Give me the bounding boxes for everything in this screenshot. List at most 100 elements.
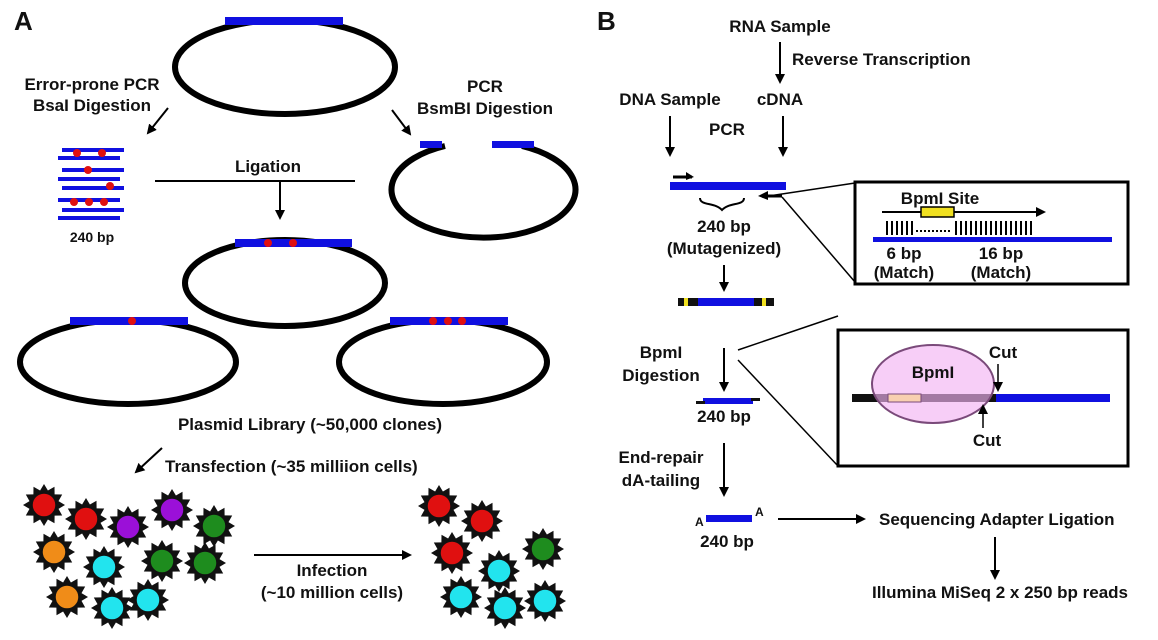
source-plasmid	[172, 17, 398, 117]
arrow-transfection	[134, 447, 163, 474]
a-overhang-right: A	[755, 505, 764, 519]
label-bpmi-site: BpmI Site	[901, 189, 979, 208]
cell	[141, 540, 183, 582]
transfected-cells	[23, 484, 235, 629]
mutation-dot	[73, 149, 81, 157]
mutation-dot	[70, 198, 78, 206]
cell	[440, 576, 482, 618]
a-tailed-fragment: A A	[695, 505, 764, 529]
label-pcr-a: PCR	[467, 77, 503, 96]
label-6bp-match: (Match)	[874, 263, 934, 282]
label-cut-top: Cut	[989, 343, 1018, 362]
mutation-dot	[98, 149, 106, 157]
label-amplicon-size: 240 bp	[697, 217, 751, 236]
label-miseq: Illumina MiSeq 2 x 250 bp reads	[872, 583, 1128, 602]
cell	[107, 506, 149, 548]
template-strand	[873, 237, 1112, 242]
label-bpmi-enzyme: BpmI	[912, 363, 955, 382]
label-dna-sample: DNA Sample	[619, 90, 720, 109]
label-bsmbi-digestion: BsmBI Digestion	[417, 99, 553, 118]
cell	[193, 505, 235, 547]
library-plasmid	[182, 237, 388, 329]
cell	[151, 489, 193, 531]
label-insert-size: 240 bp	[70, 229, 114, 245]
label-transfection: Transfection (~35 milliion cells)	[165, 457, 418, 476]
library-plasmid	[336, 317, 550, 407]
cell	[522, 528, 564, 570]
label-6bp: 6 bp	[887, 244, 922, 263]
digested-vector	[388, 141, 579, 241]
cell-body	[469, 508, 495, 534]
zoom-line	[737, 315, 839, 351]
cell	[184, 542, 226, 584]
cell-body	[99, 595, 125, 621]
label-pcr-b: PCR	[709, 120, 745, 139]
cell	[524, 580, 566, 622]
match-ticks-16	[955, 221, 1032, 235]
cell	[478, 550, 520, 592]
cell	[127, 579, 169, 621]
infected-cells	[418, 485, 566, 629]
label-bsai-digestion: BsaI Digestion	[33, 96, 151, 115]
cell	[91, 587, 133, 629]
cell-body	[149, 548, 175, 574]
label-digested-size: 240 bp	[697, 407, 751, 426]
cell-body	[426, 493, 452, 519]
cell	[418, 485, 460, 527]
label-infection-cells: (~10 million cells)	[261, 583, 403, 602]
label-end-repair: End-repair	[618, 448, 703, 467]
panel-a-label: A	[14, 6, 33, 36]
zoom-line	[761, 182, 856, 198]
cell	[33, 531, 75, 573]
arrow-to-vector	[391, 109, 412, 136]
label-reverse-transcription: Reverse Transcription	[792, 50, 971, 69]
cell	[23, 484, 65, 526]
cell	[46, 576, 88, 618]
cell-body	[492, 595, 518, 621]
cell-body	[532, 588, 558, 614]
cell-body	[486, 558, 512, 584]
label-16bp: 16 bp	[979, 244, 1023, 263]
bpmi-cut-inset: BpmI Cut Cut	[836, 328, 1130, 468]
cell-body	[91, 554, 117, 580]
cell-body	[159, 497, 185, 523]
tagged-amplicon	[678, 298, 774, 306]
label-infection: Infection	[297, 561, 368, 580]
cell-body	[530, 536, 556, 562]
cell	[65, 498, 107, 540]
library-plasmid	[17, 317, 239, 407]
label-ligation: Ligation	[235, 157, 301, 176]
label-cut-bottom: Cut	[973, 431, 1002, 450]
cell-body	[54, 584, 80, 610]
pcr-amplicon	[670, 172, 786, 212]
insert-stack	[58, 148, 124, 220]
bpmi-site-box	[920, 206, 955, 218]
label-bpmi-digestion-1: BpmI	[640, 343, 683, 362]
label-plasmid-library: Plasmid Library (~50,000 clones)	[178, 415, 442, 434]
label-final-size: 240 bp	[700, 532, 754, 551]
label-error-prone-pcr: Error-prone PCR	[24, 75, 159, 94]
label-cdna: cDNA	[757, 90, 803, 109]
arrow-to-inserts	[146, 107, 169, 135]
a-overhang-left: A	[695, 515, 704, 529]
cell	[484, 587, 526, 629]
cell-body	[115, 514, 141, 540]
dna-blue	[996, 394, 1110, 402]
cell-body	[201, 513, 227, 539]
cell-body	[439, 540, 465, 566]
mutation-dot	[106, 182, 114, 190]
label-adapter-ligation: Sequencing Adapter Ligation	[879, 510, 1115, 529]
cell-body	[192, 550, 218, 576]
cell-body	[31, 492, 57, 518]
cell	[431, 532, 473, 574]
cell-body	[41, 539, 67, 565]
zoom-line	[737, 359, 839, 467]
cell	[83, 546, 125, 588]
digested-fragment	[696, 398, 760, 404]
cell	[461, 500, 503, 542]
match-ticks-6	[886, 221, 913, 235]
zoom-line	[781, 196, 856, 283]
cell-body	[135, 587, 161, 613]
cell-body	[448, 584, 474, 610]
